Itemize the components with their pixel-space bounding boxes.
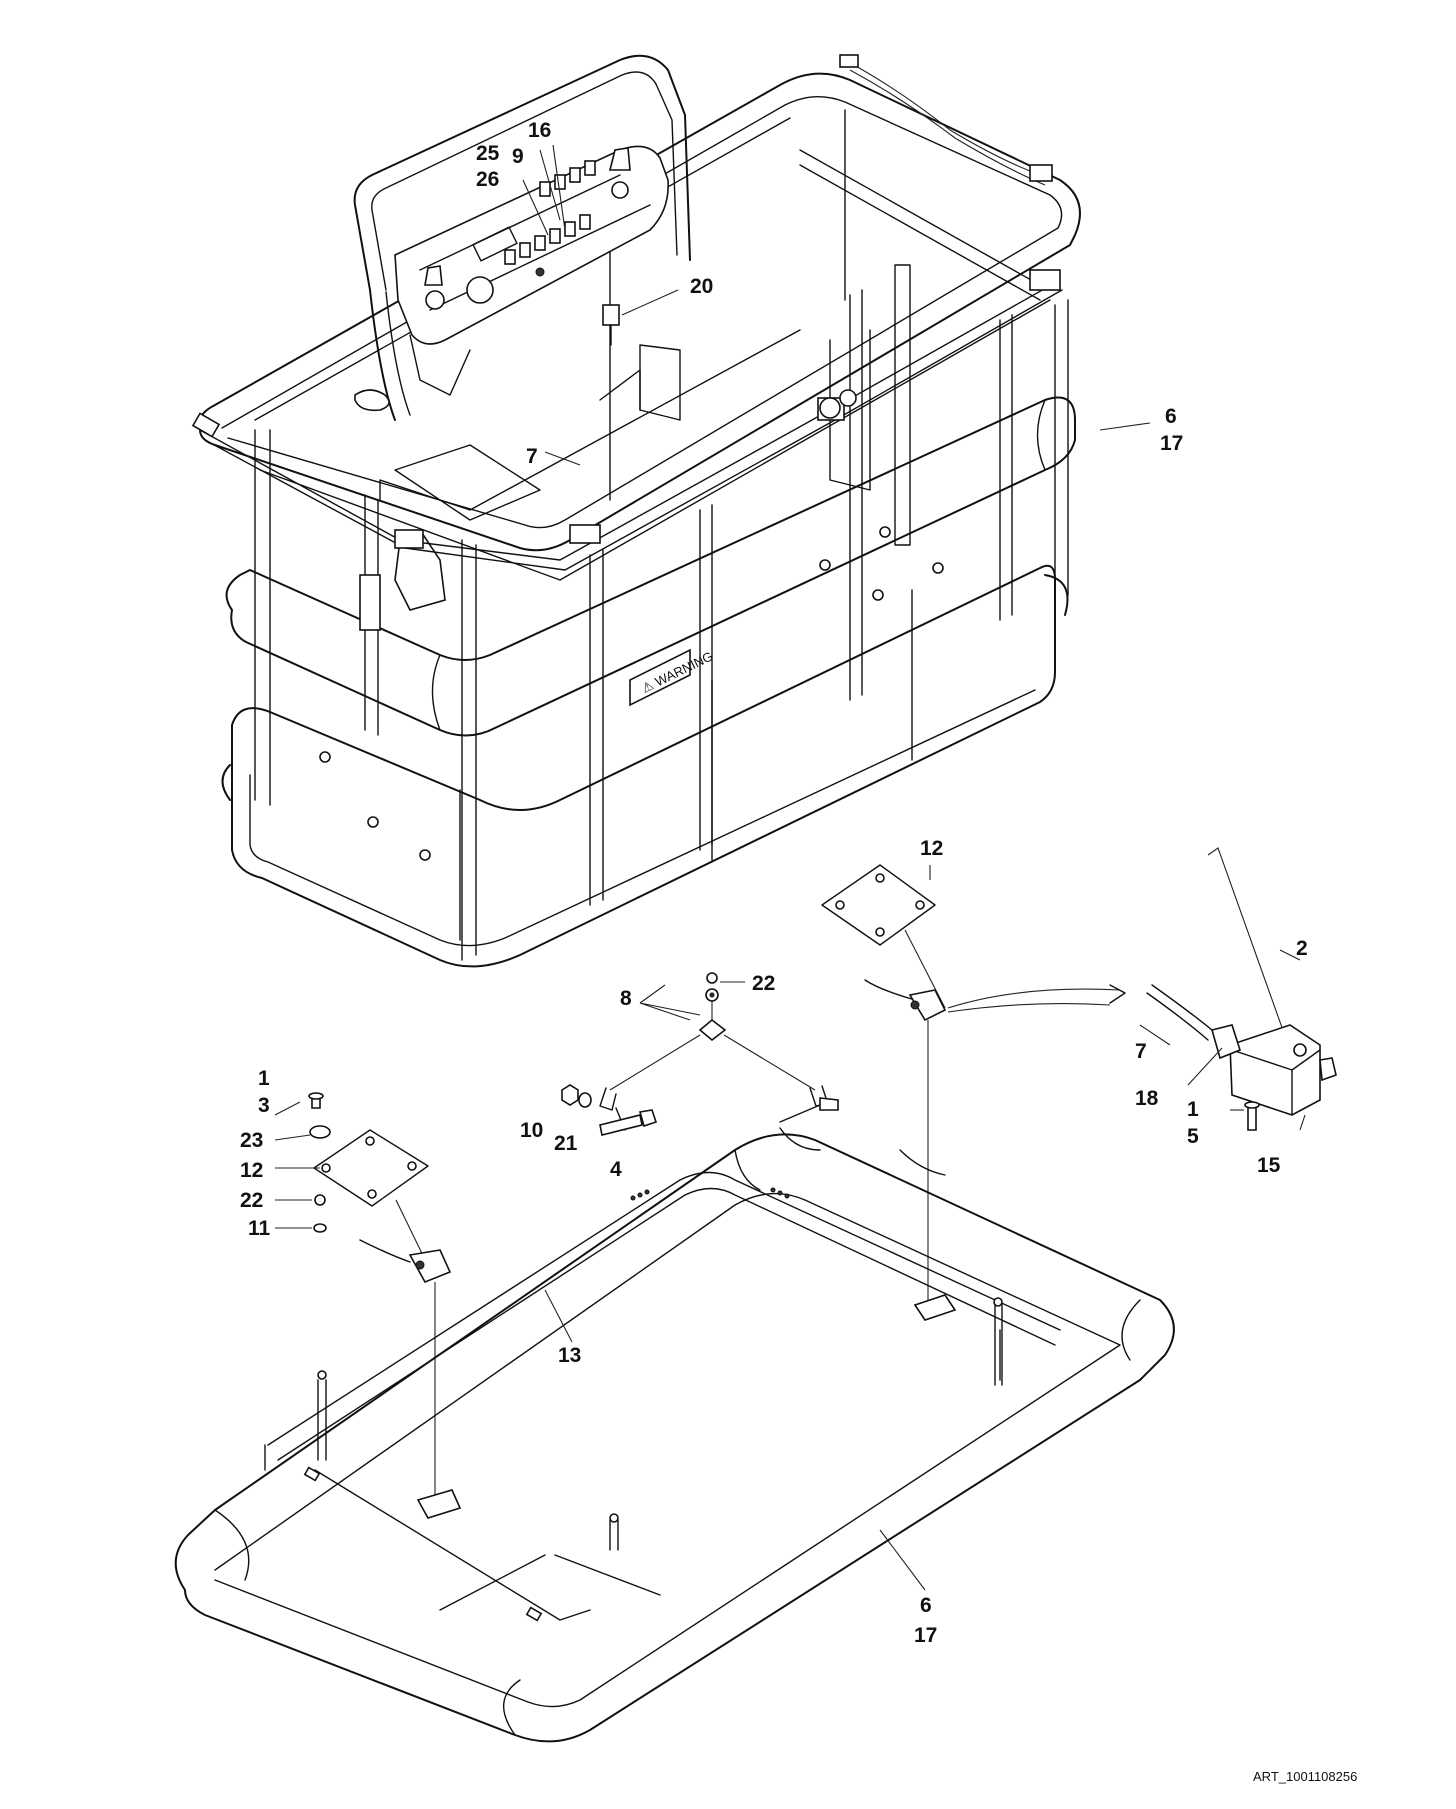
callout-18: 18 xyxy=(1135,1087,1159,1110)
callout-17-upper: 17 xyxy=(1160,432,1183,455)
callout-2: 2 xyxy=(1296,937,1308,960)
callout-25: 25 xyxy=(476,142,500,165)
callout-23: 23 xyxy=(240,1129,263,1152)
callout-22-center: 22 xyxy=(752,972,775,995)
sensor-assembly-right xyxy=(821,847,1337,1321)
callout-6-lower: 6 xyxy=(920,1594,932,1617)
sensor-assembly-left xyxy=(308,1092,462,1519)
callout-26: 26 xyxy=(476,168,499,191)
callout-12-left: 12 xyxy=(240,1159,263,1182)
callout-6-upper: 6 xyxy=(1165,405,1177,428)
lower-bumper-frame xyxy=(174,1127,1175,1743)
callout-4: 4 xyxy=(610,1158,622,1181)
callout-1-left: 1 xyxy=(258,1067,270,1090)
upper-cable-harness xyxy=(191,54,1063,571)
callout-1-right: 1 xyxy=(1187,1098,1199,1121)
callout-16: 16 xyxy=(528,119,551,142)
callout-20: 20 xyxy=(690,275,713,298)
callout-17-lower: 17 xyxy=(914,1624,937,1647)
callout-22-left: 22 xyxy=(240,1189,263,1212)
callout-7-upper: 7 xyxy=(526,445,538,468)
art-number: ART_1001108256 xyxy=(1253,1769,1357,1784)
callout-10: 10 xyxy=(520,1119,543,1142)
callout-8: 8 xyxy=(620,987,632,1010)
callout-5: 5 xyxy=(1187,1125,1199,1148)
control-console xyxy=(353,54,691,421)
callout-9: 9 xyxy=(512,145,524,168)
callout-11: 11 xyxy=(248,1217,271,1240)
leader-lines xyxy=(274,144,1306,1591)
callout-3: 3 xyxy=(258,1094,270,1117)
callout-labels: 16 25 9 26 20 7 6 17 12 2 8 22 7 18 1 5 … xyxy=(240,119,1308,1647)
callout-15: 15 xyxy=(1257,1154,1281,1177)
callout-12-right: 12 xyxy=(920,837,943,860)
callout-13: 13 xyxy=(558,1344,581,1367)
sensor-linkage xyxy=(561,972,839,1136)
callout-21: 21 xyxy=(554,1132,578,1155)
callout-7-right: 7 xyxy=(1135,1040,1147,1063)
